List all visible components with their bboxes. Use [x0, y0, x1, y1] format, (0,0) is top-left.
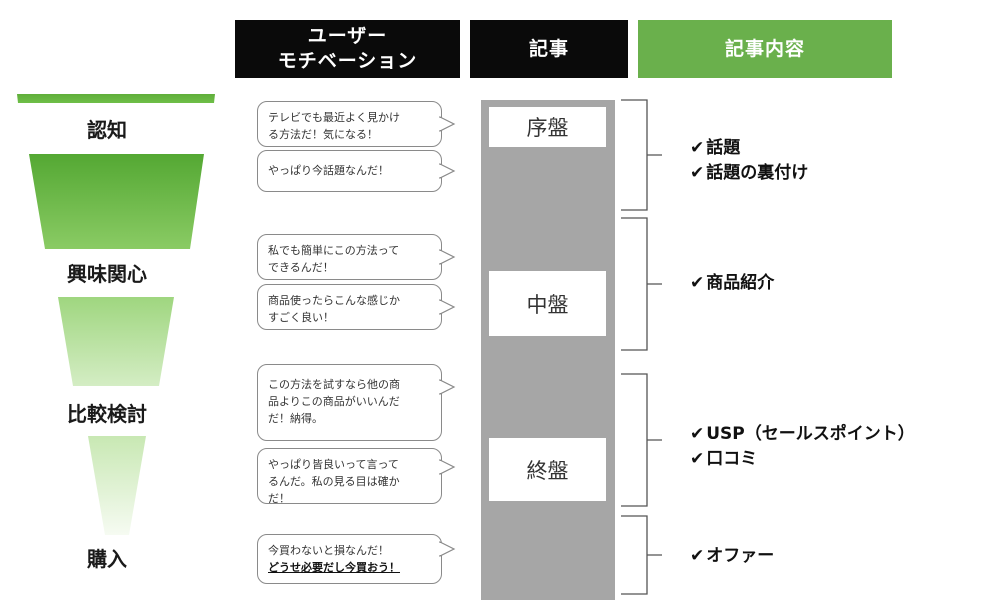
bubble-line: 商品使ったらこんな感じか — [268, 294, 400, 307]
article-column — [481, 100, 615, 600]
stage-label-purchase: 購入 — [87, 547, 127, 571]
bubble-line: だ！納得。 — [268, 412, 323, 426]
bubble-line: すごく良い！ — [268, 311, 334, 325]
bubble-line: 品よりこの商品がいいんだ — [268, 395, 400, 409]
bracket-group — [621, 99, 662, 595]
phase-late: 終盤 — [489, 438, 606, 501]
phase-early: 序盤 — [489, 107, 606, 147]
stage-label-interest: 興味関心 — [67, 262, 147, 286]
bracket — [621, 515, 662, 595]
check-icon: ✔ — [690, 448, 705, 469]
motivation-bubble: やっぱり皆良いって言って るんだ。私の見る目は確か だ！ — [257, 448, 456, 506]
motivation-bubble: テレビでも最近よく見かけ る方法だ！気になる！ — [257, 101, 456, 147]
motivation-header: ユーザー モチベーション — [235, 20, 460, 78]
content-item: ✔口コミ — [690, 447, 915, 472]
funnel-segment-3 — [58, 297, 174, 386]
motivation-header-line1: ユーザー — [307, 25, 388, 48]
bubble-tail — [438, 116, 456, 132]
motivation-bubble: やっぱり今話題なんだ！ — [257, 150, 456, 192]
funnel-segment-1 — [17, 94, 215, 103]
bubble-tail — [438, 249, 456, 265]
bracket — [621, 373, 662, 507]
bubble-tail — [438, 541, 456, 557]
bubble-tail — [438, 379, 456, 395]
bubble-line: テレビでも最近よく見かけ — [268, 111, 400, 124]
content-item: ✔商品紹介 — [690, 271, 774, 296]
article-content-header: 記事内容 — [638, 20, 892, 78]
bubble-line: るんだ。私の見る目は確か — [268, 475, 400, 489]
stage-label-comparison: 比較検討 — [67, 402, 147, 426]
bubble-tail — [438, 459, 456, 475]
bubble-line: やっぱり皆良いって言って — [268, 458, 399, 471]
content-item: ✔話題の裏付け — [690, 161, 808, 186]
motivation-bubble: 商品使ったらこんな感じか すごく良い！ — [257, 284, 456, 330]
funnel-segment-4 — [88, 436, 146, 535]
bracket — [621, 99, 662, 211]
funnel-segment-2 — [29, 154, 204, 249]
stage-label-awareness: 認知 — [87, 118, 127, 142]
check-icon: ✔ — [690, 424, 705, 444]
bubble-line: 私でも簡単にこの方法って — [268, 244, 400, 257]
check-icon: ✔ — [690, 162, 705, 183]
bubble-line: やっぱり今話題なんだ！ — [268, 164, 389, 177]
check-icon: ✔ — [690, 546, 705, 566]
bubble-line: だ！ — [268, 492, 290, 506]
content-group-middle: ✔商品紹介 — [690, 271, 774, 296]
article-header-label: 記事 — [528, 37, 569, 60]
motivation-bubble: 今買わないと損なんだ！ どうせ必要だし今買おう！ — [257, 534, 456, 584]
content-item: ✔USP（セールスポイント） — [690, 422, 915, 447]
check-icon: ✔ — [690, 273, 705, 293]
content-item: ✔話題 — [690, 136, 808, 161]
content-item: ✔オファー — [690, 544, 774, 569]
article-header: 記事 — [470, 20, 628, 78]
funnel-diagram — [17, 94, 215, 535]
bubble-tail — [438, 299, 456, 315]
bubble-emphasis-line: どうせ必要だし今買おう！ — [268, 561, 400, 575]
bubble-tail — [438, 163, 456, 179]
bubble-line: 今買わないと損なんだ！ — [268, 544, 389, 557]
article-content-header-label: 記事内容 — [724, 37, 805, 60]
bracket — [621, 217, 662, 351]
content-group-purchase: ✔オファー — [690, 544, 774, 569]
bubble-line: る方法だ！気になる！ — [268, 128, 378, 142]
bubble-line: できるんだ！ — [268, 261, 334, 275]
content-group-late: ✔USP（セールスポイント） ✔口コミ — [690, 422, 915, 471]
phase-middle: 中盤 — [489, 271, 606, 336]
check-icon: ✔ — [690, 138, 705, 158]
content-group-early: ✔話題 ✔話題の裏付け — [690, 136, 808, 185]
motivation-bubble: 私でも簡単にこの方法って できるんだ！ — [257, 234, 456, 280]
bubble-line: この方法を試すなら他の商 — [268, 378, 400, 391]
motivation-header-line2: モチベーション — [277, 50, 418, 72]
motivation-bubble: この方法を試すなら他の商 品よりこの商品がいいんだ だ！納得。 — [257, 364, 456, 441]
